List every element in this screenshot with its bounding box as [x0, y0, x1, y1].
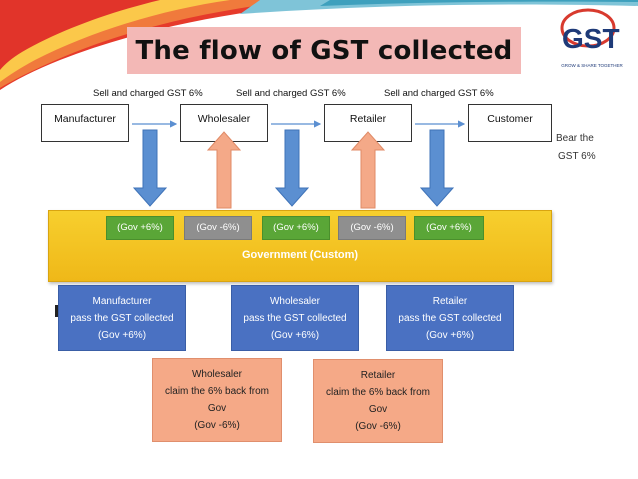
government-label: Government (Custom): [241, 249, 359, 261]
header-swoosh-decoration: [0, 0, 638, 90]
arrow-down-wholesaler: [274, 129, 310, 207]
title-banner: The flow of GST collected: [127, 27, 521, 74]
arrow-down-manufacturer: [132, 129, 168, 207]
flow-label-3: Sell and charged GST 6%: [384, 88, 494, 99]
entity-customer: Customer: [468, 104, 552, 142]
pass-box-wholesaler: Wholesaler pass the GST collected (Gov +…: [231, 285, 359, 351]
gst-logo-icon: GST: [560, 8, 620, 54]
logo-tagline: GROW & SHARE TOGETHER: [561, 63, 623, 68]
gov-chip-plus-3: (Gov +6%): [414, 216, 484, 240]
svg-text:GST: GST: [562, 23, 620, 54]
claim-box-retailer: Retailer claim the 6% back from Gov (Gov…: [313, 359, 443, 443]
gov-chip-plus-1: (Gov +6%): [106, 216, 174, 240]
gov-chip-minus-2: (Gov -6%): [338, 216, 406, 240]
arrow-up-retailer: [350, 131, 386, 209]
claim-box-wholesaler: Wholesaler claim the 6% back from Gov (G…: [152, 358, 282, 442]
arrow-down-retailer: [419, 129, 455, 207]
bear-label-line2: GST 6%: [558, 151, 596, 162]
gov-chip-minus-1: (Gov -6%): [184, 216, 252, 240]
flow-label-2: Sell and charged GST 6%: [236, 88, 346, 99]
entity-manufacturer: Manufacturer: [41, 104, 129, 142]
flow-label-1: Sell and charged GST 6%: [93, 88, 203, 99]
pass-box-manufacturer: Manufacturer pass the GST collected (Gov…: [58, 285, 186, 351]
marker-bar: [55, 305, 58, 317]
gov-chip-plus-2: (Gov +6%): [262, 216, 330, 240]
arrow-up-wholesaler: [206, 131, 242, 209]
bear-label-line1: Bear the: [556, 133, 594, 144]
page-title: The flow of GST collected: [135, 35, 513, 66]
pass-box-retailer: Retailer pass the GST collected (Gov +6%…: [386, 285, 514, 351]
